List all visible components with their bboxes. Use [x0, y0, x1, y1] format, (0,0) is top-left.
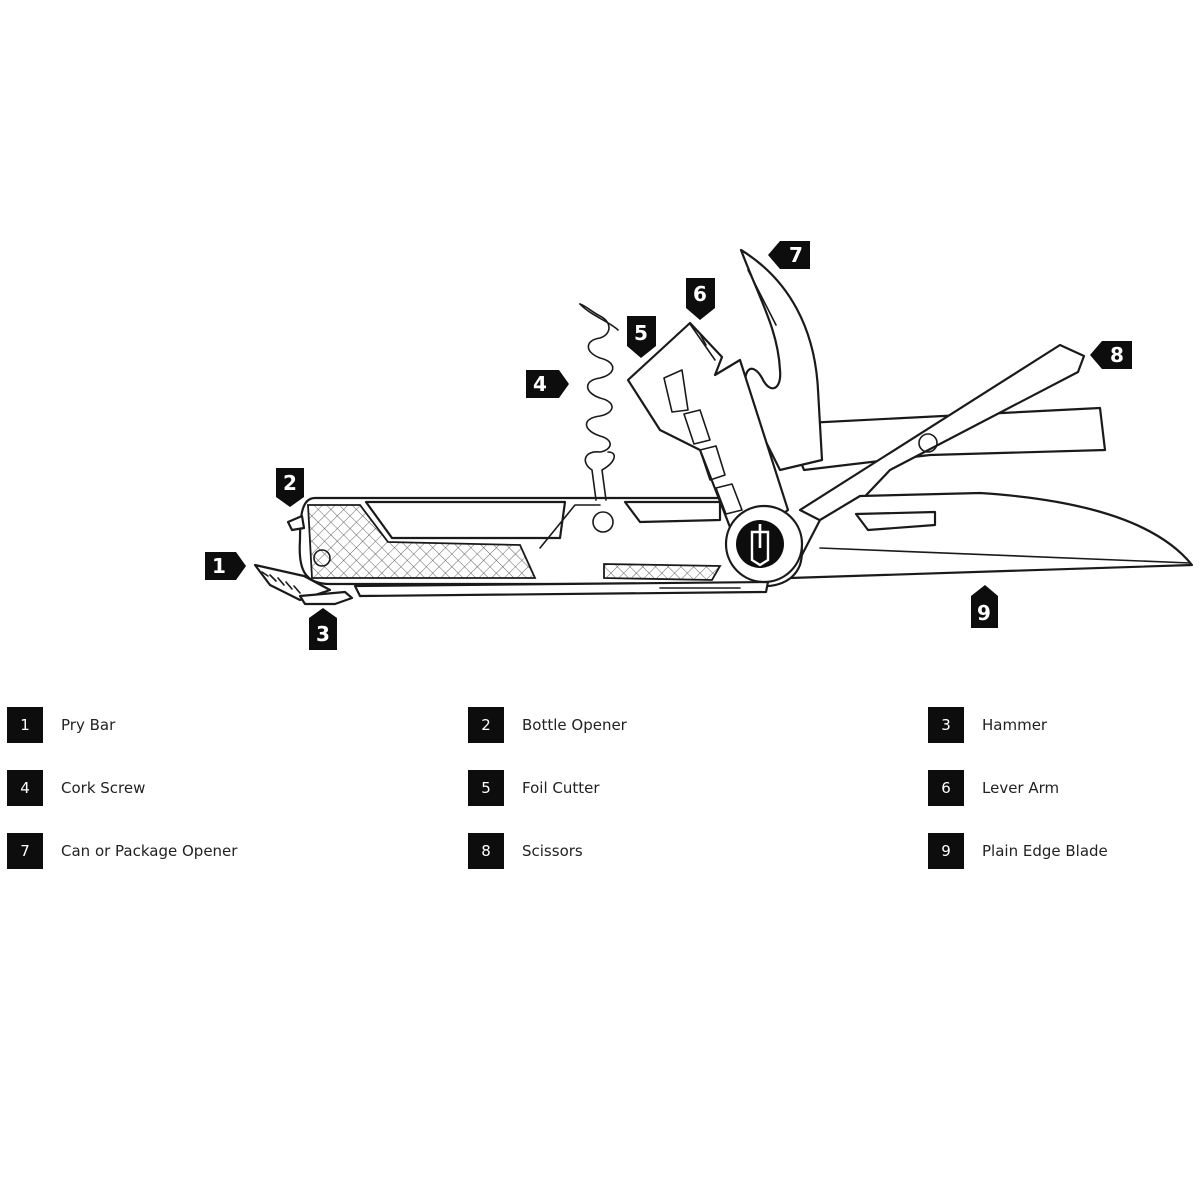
marker-7: 7 [768, 241, 810, 269]
marker-3: 3 [309, 608, 337, 650]
bottle-opener-tool [286, 514, 306, 532]
can-opener-tool [739, 248, 824, 472]
legend-number-badge: 5 [468, 770, 504, 806]
legend-number-badge: 6 [928, 770, 964, 806]
legend-item-can-opener: 7 Can or Package Opener [7, 833, 237, 869]
legend-item-cork-screw: 4 Cork Screw [7, 770, 145, 806]
legend-item-bottle-opener: 2 Bottle Opener [468, 707, 627, 743]
svg-text:2: 2 [283, 471, 297, 495]
legend-label: Lever Arm [982, 779, 1060, 797]
legend-label: Pry Bar [61, 716, 116, 734]
plain-edge-blade-tool [788, 491, 1194, 580]
marker-8: 8 [1090, 341, 1132, 369]
svg-text:4: 4 [533, 372, 547, 396]
legend-number-badge: 7 [7, 833, 43, 869]
svg-text:6: 6 [693, 282, 707, 306]
legend-number-badge: 4 [7, 770, 43, 806]
legend-number-badge: 2 [468, 707, 504, 743]
legend-number-badge: 9 [928, 833, 964, 869]
marker-2: 2 [276, 468, 304, 507]
legend-item-pry-bar: 1 Pry Bar [7, 707, 115, 743]
legend-label: Foil Cutter [522, 779, 600, 797]
lever-arm-tool [626, 321, 790, 542]
svg-text:3: 3 [316, 622, 330, 646]
legend-number-badge: 3 [928, 707, 964, 743]
marker-1: 1 [205, 552, 246, 580]
legend-number-badge: 1 [7, 707, 43, 743]
legend-label: Cork Screw [61, 779, 146, 797]
marker-9: 9 [971, 585, 998, 628]
legend-label: Scissors [522, 842, 583, 860]
svg-text:7: 7 [789, 243, 803, 267]
svg-text:8: 8 [1110, 343, 1124, 367]
legend-label: Can or Package Opener [61, 842, 238, 860]
cork-screw-tool [579, 303, 619, 501]
svg-text:5: 5 [634, 321, 648, 345]
svg-text:9: 9 [977, 601, 991, 625]
multitool-diagram: 1 2 3 4 5 6 7 8 9 [205, 241, 1194, 650]
legend-number-badge: 8 [468, 833, 504, 869]
multitool-illustration: 1 2 3 4 5 6 7 8 9 [205, 241, 1194, 650]
legend-item-lever-arm: 6 Lever Arm [928, 770, 1059, 806]
legend-label: Hammer [982, 716, 1048, 734]
legend-item-hammer: 3 Hammer [928, 707, 1047, 743]
legend-item-scissors: 8 Scissors [468, 833, 583, 869]
marker-4: 4 [526, 370, 569, 398]
hammer-tool [298, 590, 354, 606]
legend-label: Bottle Opener [522, 716, 627, 734]
legend-item-plain-edge-blade: 9 Plain Edge Blade [928, 833, 1108, 869]
tool-legend: 1 Pry Bar 2 Bottle Opener 3 Hammer 4 Cor… [0, 700, 1200, 890]
legend-label: Plain Edge Blade [982, 842, 1108, 860]
marker-6: 6 [686, 278, 715, 320]
svg-text:1: 1 [212, 554, 226, 578]
legend-item-foil-cutter: 5 Foil Cutter [468, 770, 600, 806]
pivot-hub [724, 504, 804, 584]
marker-5: 5 [627, 316, 656, 358]
